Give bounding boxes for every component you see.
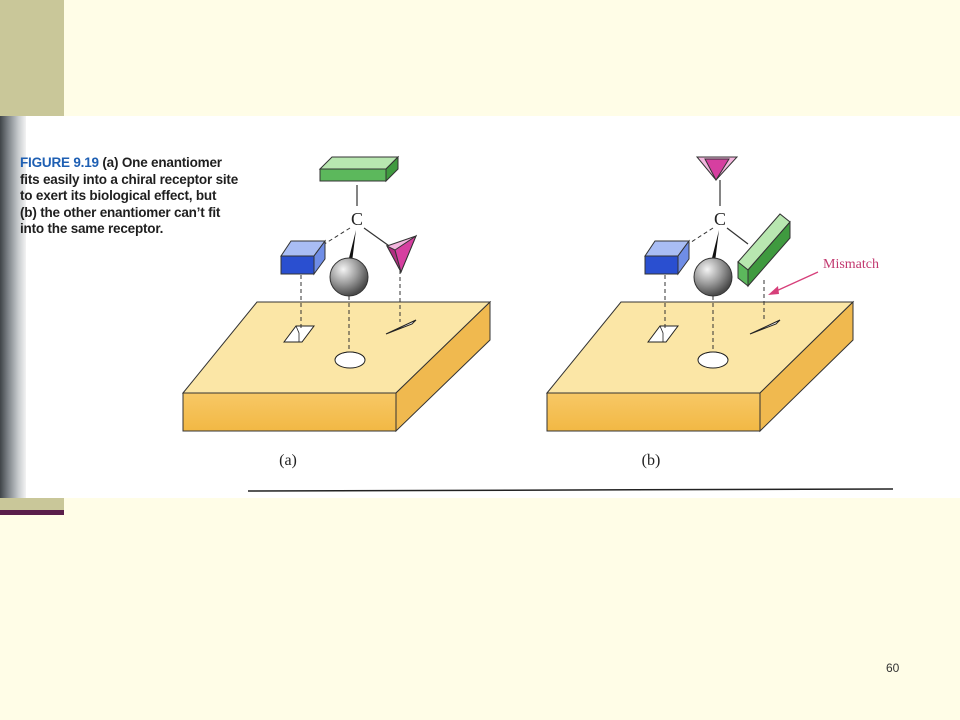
receptor-slab-b — [545, 300, 855, 433]
slide-sidebar-accent — [0, 510, 64, 515]
triangle-cavity-b — [749, 319, 781, 335]
pink-pyramid-a — [385, 234, 418, 274]
book-spine-shadow — [0, 116, 26, 498]
figure-label: FIGURE 9.19 — [20, 155, 99, 170]
caption-line-4: (b) the other enantiomer can’t fit — [20, 204, 221, 220]
caption-line-3: to exert its biological effect, but — [20, 188, 217, 203]
green-block-a — [318, 155, 400, 183]
wedge-bond-a — [348, 230, 356, 262]
caption-line-1: (a) One enantiomer — [102, 155, 222, 170]
mismatch-arrowhead — [768, 286, 779, 295]
panel-a: C (a) — [181, 155, 492, 469]
figure-caption: FIGURE 9.19 (a) One enantiomer fits easi… — [20, 155, 250, 238]
green-block-b — [737, 213, 791, 288]
enantiomer-receptor-diagram: C (a) — [181, 155, 894, 492]
gray-sphere-b — [693, 257, 733, 297]
triangle-cavity-a — [385, 319, 417, 335]
center-atom-label-a: C — [351, 209, 363, 229]
panel-b: C Mismatch (b) — [545, 156, 879, 469]
blue-block-a — [280, 239, 326, 276]
panel-b-label: (b) — [642, 452, 661, 469]
mismatch-label: Mismatch — [823, 257, 879, 272]
caption-line-5: into the same receptor. — [20, 221, 164, 236]
center-atom-label-b: C — [714, 209, 726, 229]
panel-a-label: (a) — [279, 452, 297, 469]
receptor-slab-a — [181, 300, 492, 433]
gray-sphere-a — [329, 257, 369, 297]
figure-rule — [247, 488, 894, 492]
caption-line-2: fits easily into a chiral receptor site — [20, 171, 239, 187]
pink-pyramid-b — [695, 156, 739, 182]
page-number: 60 — [886, 661, 900, 675]
wedge-bond-b — [711, 230, 719, 262]
mismatch-arrow — [773, 271, 819, 293]
blue-block-b — [644, 239, 690, 276]
